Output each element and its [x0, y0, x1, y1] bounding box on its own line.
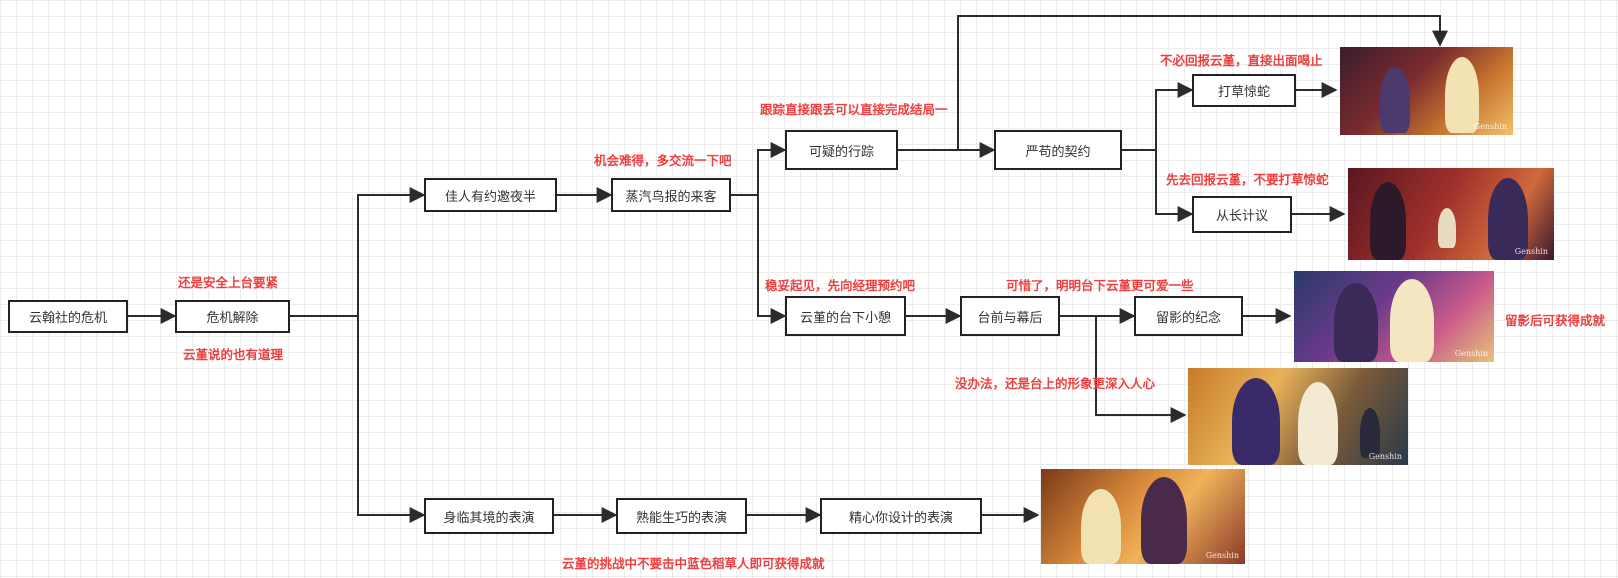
node-stage-backstage: 台前与幕后 [960, 296, 1060, 336]
edge-n4-n5 [731, 142, 787, 196]
node-practiced-show: 熟能生巧的表演 [616, 498, 747, 534]
node-photo-memento: 留影的纪念 [1134, 296, 1243, 336]
edge-n2-n3 [290, 187, 426, 317]
ending-image-designed-show: Genshin [1041, 469, 1245, 564]
node-suspicious-trail: 可疑的行踪 [785, 130, 898, 170]
note-lose-track-ending: 跟踪直接跟丢可以直接完成结局一 [760, 102, 948, 117]
ending-image-long-term: Genshin [1348, 168, 1554, 260]
edge-n6-n8 [1155, 150, 1194, 222]
edge-n10-img4 [1095, 316, 1187, 423]
note-confront-directly: 不必回报云堇，直接出面喝止 [1160, 53, 1323, 68]
note-rare-chance: 机会难得，多交流一下吧 [594, 153, 732, 168]
node-steambird-visitor: 蒸汽鸟报的来客 [611, 178, 731, 212]
node-yunjin-break: 云堇的台下小憩 [785, 296, 906, 336]
note-yunjin-reasonable: 云堇说的也有道理 [183, 347, 284, 362]
node-yunhan-crisis: 云翰社的危机 [8, 300, 128, 333]
node-midnight-invite: 佳人有约邀夜半 [424, 178, 557, 212]
node-long-term-plan: 从长计议 [1192, 196, 1292, 233]
edge-n5-top [957, 15, 1448, 150]
node-alert-snake: 打草惊蛇 [1192, 74, 1296, 107]
note-achievement-photo: 留影后可获得成就 [1505, 313, 1606, 328]
ending-image-photo-memento: Genshin [1294, 271, 1494, 362]
note-safe-stage: 还是安全上台要紧 [178, 275, 279, 290]
ending-image-alert-snake: Genshin [1340, 47, 1513, 135]
node-designed-show: 精心你设计的表演 [820, 498, 982, 534]
note-report-first: 先去回报云堇，不要打草惊蛇 [1166, 172, 1329, 187]
note-offstage-cuter: 可惜了，明明台下云堇更可爱一些 [1006, 278, 1194, 293]
node-immersive-show: 身临其境的表演 [424, 498, 554, 534]
ending-image-onstage: Genshin [1188, 368, 1408, 465]
edge-n4-n9 [757, 195, 787, 324]
note-book-manager: 稳妥起见，先向经理预约吧 [765, 278, 916, 293]
note-onstage-image: 没办法，还是台上的形象更深入人心 [955, 376, 1156, 391]
node-strict-contract: 严苟的契约 [994, 130, 1122, 170]
note-achievement-scarecrow: 云堇的挑战中不要击中蓝色稻草人即可获得成就 [562, 556, 825, 571]
edge-n2-n12 [357, 316, 426, 523]
edge-n6-n7 [1122, 82, 1194, 151]
node-crisis-resolved: 危机解除 [175, 300, 290, 333]
